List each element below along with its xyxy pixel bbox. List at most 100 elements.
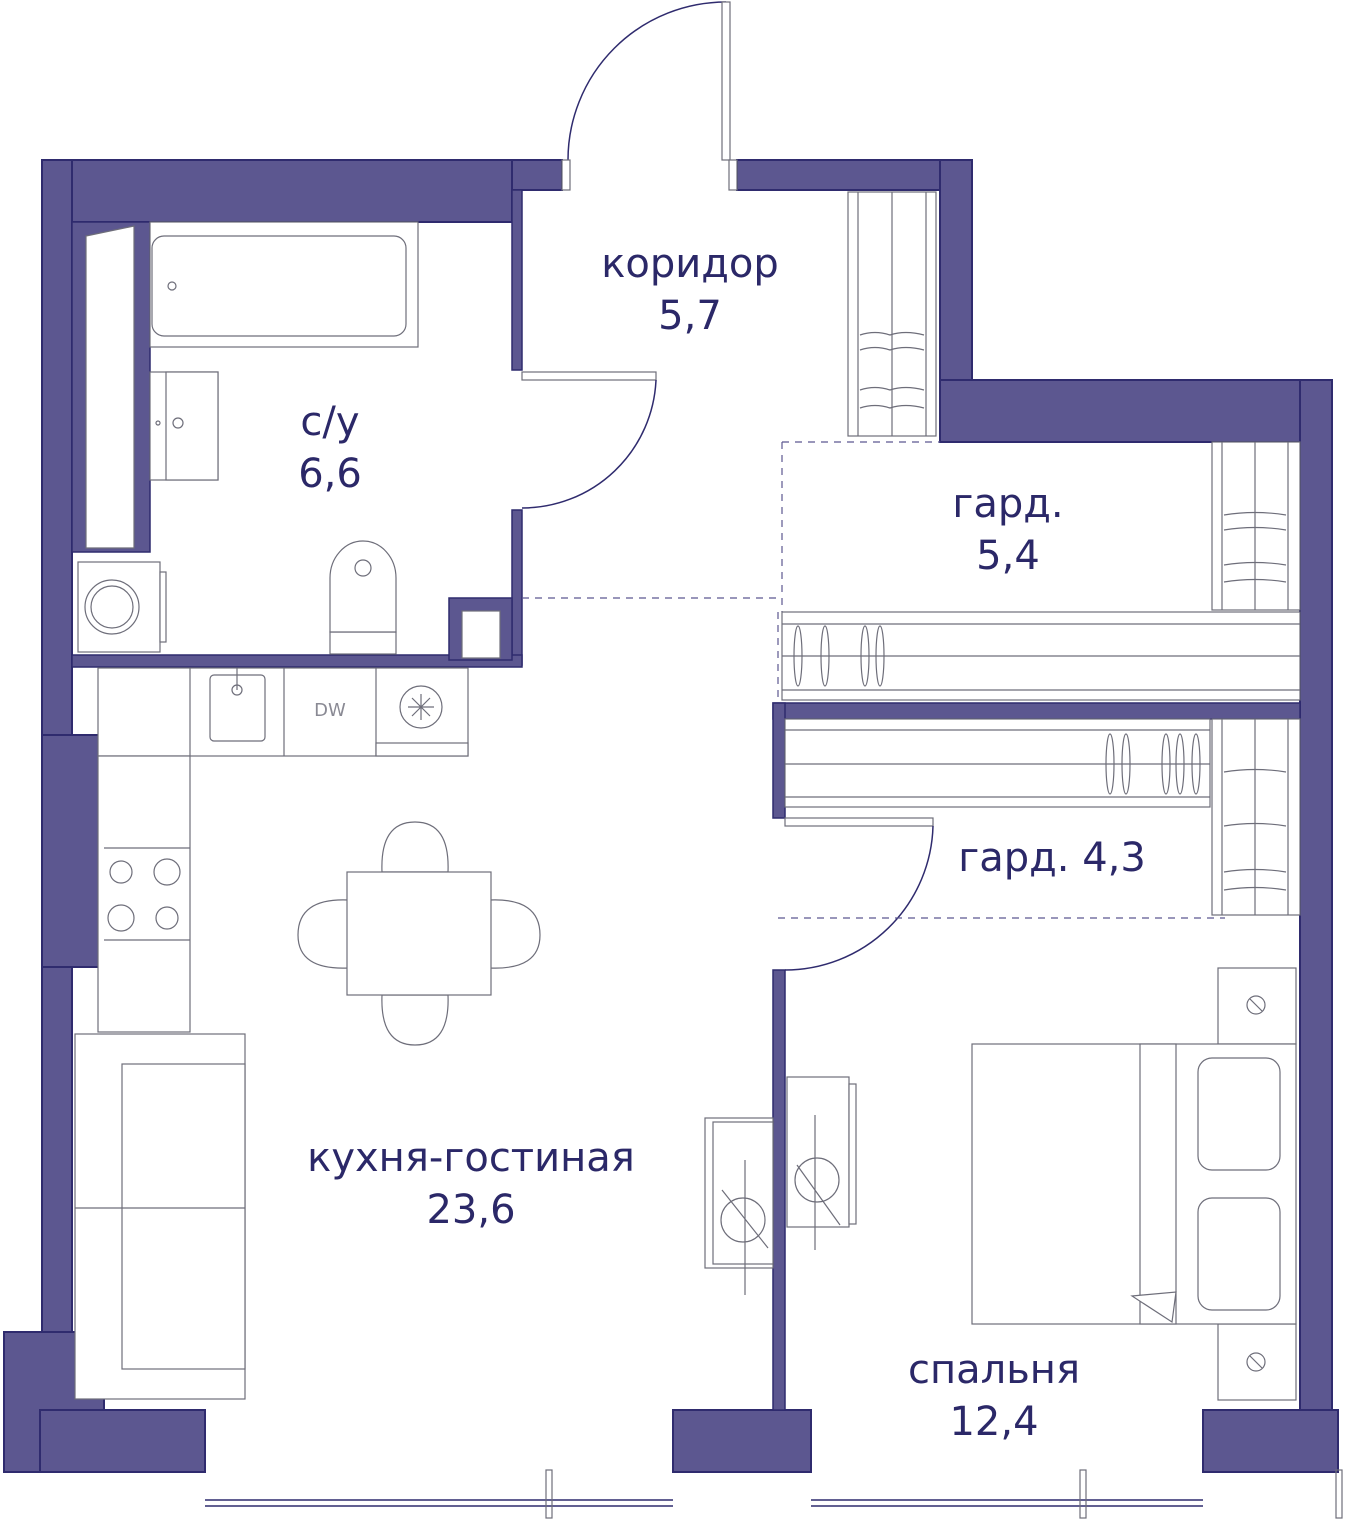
burner-3 [107, 904, 135, 932]
w2-hanger-1 [1105, 733, 1115, 795]
lamp-living-arm [721, 1189, 769, 1249]
entrance-jamb-right [728, 159, 738, 191]
w1-hanger-2 [1223, 526, 1287, 531]
w2-hanger-2 [1121, 733, 1131, 795]
wall-bottom-left [39, 1409, 206, 1473]
room-name: с/у [300, 399, 360, 445]
w1b-hanger-3 [860, 625, 870, 687]
room-area: 23,6 [426, 1187, 516, 1233]
doors [521, 1, 934, 971]
w2r-hanger-4 [1223, 886, 1287, 891]
bath-mirror-cabinet [85, 225, 135, 549]
w1-hanger-4 [1223, 578, 1287, 583]
w2r-hanger-1 [1223, 768, 1287, 773]
wardrobe2-shelves [784, 718, 1301, 916]
sofa-seat [121, 1063, 246, 1370]
toilet-bowl [329, 540, 397, 633]
wardrobe2-top-shelf [784, 718, 1211, 808]
room-name: кухня-гостиная [307, 1135, 635, 1181]
bathroom-fixtures [77, 221, 419, 655]
window-mullion-3 [1335, 1469, 1343, 1519]
wall-wardrobe-divider [772, 702, 1301, 720]
room-name: спальня [907, 1347, 1081, 1393]
chair-top [381, 821, 449, 873]
wall-bath-bottom [71, 654, 523, 668]
kitchen-counter-side [97, 755, 191, 1033]
wardrobe1-shelves [781, 441, 1301, 701]
dining-table [346, 871, 492, 996]
lamp-bedroom-arm [796, 1164, 841, 1226]
toilet-button [354, 559, 372, 577]
chair-bottom [381, 994, 449, 1046]
washing-machine-door [90, 585, 134, 629]
desk-bedroom [786, 1076, 850, 1228]
sofa [74, 1033, 246, 1400]
blanket-corner [1130, 1291, 1177, 1324]
desk-bedroom-edge [848, 1083, 857, 1225]
wall-right [1299, 379, 1333, 1411]
pillow-2 [1197, 1197, 1281, 1311]
outer-walls [3, 159, 1343, 1519]
w1b-hanger-4 [875, 625, 885, 687]
w1b-hanger-1 [793, 625, 803, 687]
bedroom-door-swing [784, 825, 934, 971]
room-name: коридор [601, 241, 779, 287]
sink-drain [172, 417, 184, 429]
window-mullion-1 [545, 1469, 553, 1519]
entrance-jamb-left [561, 159, 571, 191]
toilet-tank [329, 631, 397, 655]
room-label-living: кухня-гостиная 23,6 [307, 1132, 635, 1236]
snowflake-icon [408, 694, 434, 720]
zone-lines [522, 441, 1225, 919]
wall-bedroom-left [772, 969, 786, 1411]
w2-hanger-5 [1191, 733, 1201, 795]
pillar-bottom-right [1202, 1409, 1339, 1473]
entrance-door-leaf [721, 1, 731, 161]
hanger-3 [859, 386, 925, 391]
room-area: 5,4 [976, 533, 1040, 579]
nightstand-bottom-lamp-x [1249, 1355, 1263, 1369]
pillar-left [41, 734, 103, 968]
room-label-wardrobe1: гард. 5,4 [952, 478, 1063, 582]
room-name: гард. [952, 481, 1064, 527]
washing-machine-side [159, 571, 167, 643]
w2r-hanger-2 [1223, 822, 1287, 827]
hanger-4 [859, 404, 925, 409]
w1-hanger-1 [1223, 511, 1287, 516]
dining-set [297, 821, 541, 1046]
bath-door-swing [521, 379, 657, 509]
bathtub-inner [151, 235, 407, 337]
w2-hanger-3 [1161, 733, 1171, 795]
sink-tap [155, 420, 161, 426]
dishwasher-label: DW [314, 700, 346, 721]
nightstand-top-lamp-x [1249, 998, 1263, 1012]
corridor-closet [847, 191, 937, 437]
window-mullion-2 [1079, 1469, 1087, 1519]
bed-fold [1139, 1043, 1177, 1325]
wall-top-right [736, 159, 973, 191]
room-area: 6,6 [298, 451, 362, 497]
burner-2 [153, 858, 181, 886]
w1b-hanger-2 [820, 625, 830, 687]
w2-hanger-4 [1175, 733, 1185, 795]
wardrobe1-right-shelf [1211, 441, 1301, 611]
w2r-hanger-3 [1223, 868, 1287, 873]
room-area: 12,4 [949, 1399, 1039, 1445]
bedroom-door-leaf [784, 817, 934, 827]
chair-right [489, 899, 541, 969]
pillow-1 [1197, 1057, 1281, 1171]
workspace [704, 1076, 857, 1295]
shaft-inner [461, 610, 501, 659]
bedroom-furniture [971, 967, 1297, 1401]
room-label-corridor: коридор 5,7 [601, 238, 779, 342]
room-label-bathroom: с/у 6,6 [298, 396, 362, 500]
wall-wardrobe-left [772, 702, 786, 819]
hanger-1 [859, 331, 925, 336]
burner-1 [109, 860, 133, 884]
kitchen-fixtures [97, 667, 469, 1033]
hanger-2 [859, 346, 925, 351]
pillar-bottom-middle [672, 1409, 812, 1473]
bathtub-drain [167, 281, 177, 291]
